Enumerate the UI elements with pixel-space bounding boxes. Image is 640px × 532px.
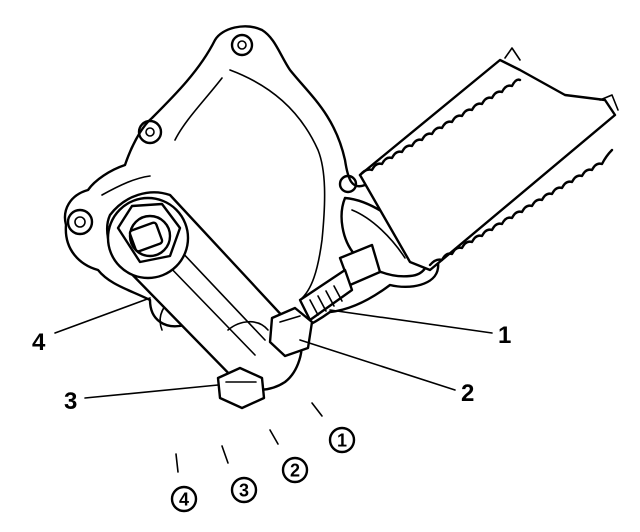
sequence-circle-1: [328, 426, 356, 454]
sequence-circle-2: [281, 456, 309, 484]
sequence-circle-3: [230, 476, 258, 504]
shaft-nut: [106, 196, 190, 280]
callout-4: 4: [32, 329, 46, 356]
callout-2: 2: [461, 380, 474, 407]
sequence-circle-4: [170, 485, 198, 513]
sequence-number-1: 1: [337, 431, 347, 451]
leader-lines: [54, 297, 493, 399]
sequence-number-2: 2: [290, 461, 300, 481]
lever-nut: [216, 366, 266, 410]
callout-1: 1: [498, 322, 511, 349]
sequence-number-4: 4: [179, 490, 189, 510]
sequence-markers: 1 2 3 4: [170, 402, 356, 513]
callout-3: 3: [64, 388, 77, 415]
sequence-number-3: 3: [239, 481, 249, 501]
serrated-rack: [358, 47, 619, 272]
adjuster-bolt: [268, 243, 382, 358]
